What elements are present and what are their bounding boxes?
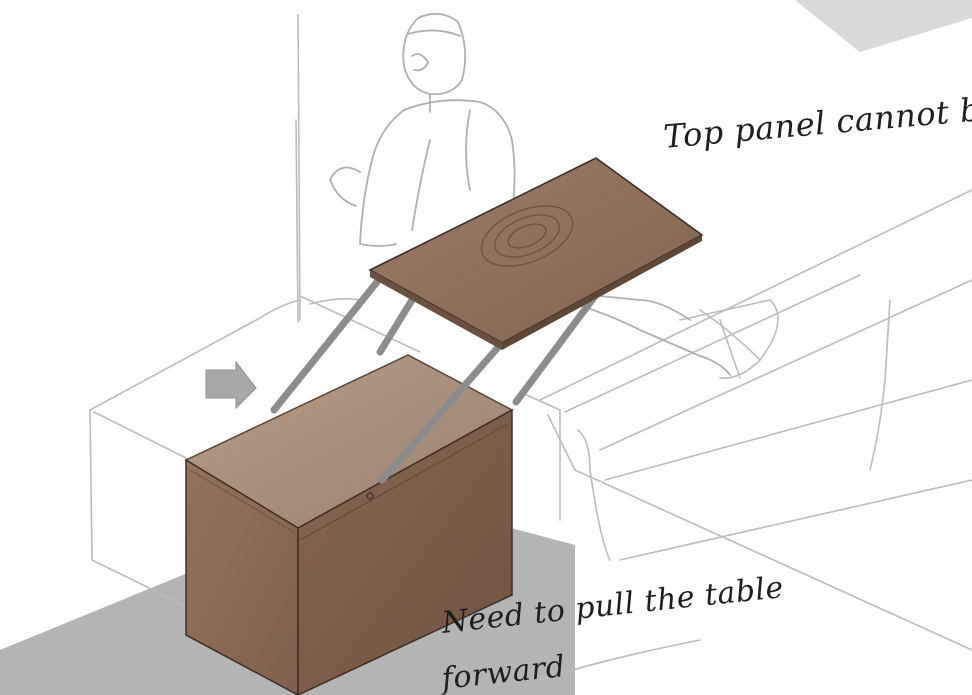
arrow-down-right-icon — [206, 362, 256, 408]
wall-shadow — [795, 0, 972, 52]
